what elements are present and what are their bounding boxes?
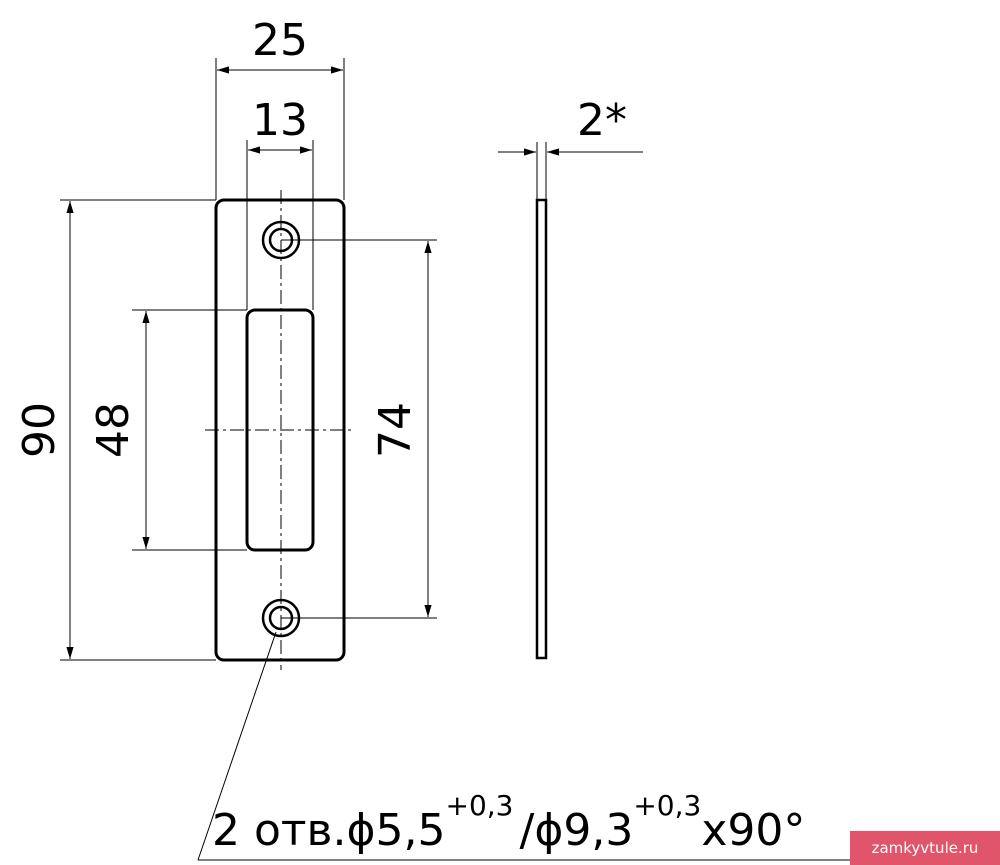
watermark-badge: zamkyvtule.ru	[850, 831, 1000, 865]
plate-side-view	[535, 198, 548, 660]
hole-count: 2	[212, 805, 240, 856]
diameter-sign: ϕ	[346, 805, 375, 856]
dimension-thickness: 2*	[498, 95, 643, 200]
dimension-hole-spacing: 74	[281, 239, 437, 619]
hole-spacing-label: 74	[370, 402, 421, 458]
overall-height-label: 90	[14, 402, 65, 458]
slot-width-label: 13	[252, 95, 308, 146]
countersink-tolerance: +0,3	[633, 789, 701, 822]
thickness-label: 2*	[577, 95, 627, 146]
dimension-overall-height: 90	[14, 199, 216, 661]
dimension-overall-width: 25	[215, 15, 345, 200]
overall-width-label: 25	[252, 15, 308, 66]
countersink-diameter: 9,3	[563, 805, 633, 856]
plate-side-outline	[535, 198, 548, 660]
leader-line	[197, 631, 277, 861]
dimension-slot-height: 48	[88, 309, 247, 551]
hole-diameter: 5,5	[376, 805, 446, 856]
hole-abbr: отв.	[254, 805, 346, 856]
plate-front-view	[205, 190, 355, 670]
hole-tolerance: +0,3	[445, 789, 513, 822]
slot-height-label: 48	[88, 402, 139, 458]
note-separator: /	[519, 805, 534, 856]
diameter-sign: ϕ	[534, 805, 563, 856]
countersink-angle: x90°	[701, 805, 805, 856]
dimension-slot-width: 13	[246, 95, 314, 310]
